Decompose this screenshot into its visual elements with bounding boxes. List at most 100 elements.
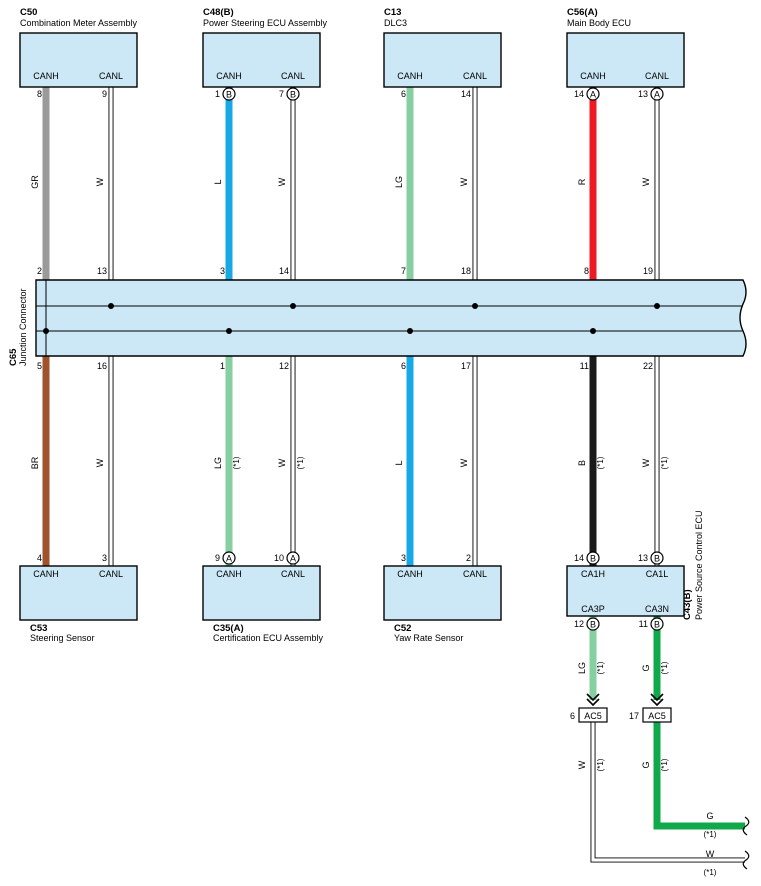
pin-label-h: CANH [216, 569, 242, 579]
connector-code: C48(B) [203, 7, 234, 18]
ecu-pin-number: 12 [574, 619, 584, 629]
connector-marker: A [590, 90, 596, 100]
connector-box-c50 [19, 32, 138, 88]
connector-pin-number: 9 [215, 553, 220, 563]
connector-marker-circle [222, 87, 236, 101]
wire-note: (*1) [596, 661, 605, 674]
connector-pin-number: 8 [37, 89, 42, 99]
chevron-down-icon [650, 698, 664, 707]
junction-pin-number: 12 [279, 361, 289, 371]
wire-color-label: G [641, 664, 651, 671]
exit-wire-color: G [706, 811, 713, 821]
connector-box-c53 [19, 565, 138, 621]
wire-color-label: LG [394, 176, 404, 188]
pin-label-l: CANL [463, 569, 487, 579]
ac5-code: AC5 [648, 711, 666, 721]
connector-marker-circle [650, 87, 664, 101]
junction-pin-number: 16 [97, 361, 107, 371]
connector-box-c43b [566, 565, 685, 617]
connector-marker-circle [650, 551, 664, 565]
ac5-pin-number: 6 [570, 711, 575, 721]
wire-color-label: B [577, 460, 587, 466]
splice-dot-canh [590, 328, 596, 334]
connector-box-c13 [383, 32, 502, 88]
chevron-down-icon [586, 693, 600, 702]
wire-color-label: W [641, 177, 651, 186]
connector-marker-circle [586, 551, 600, 565]
exit-wire-color: W [706, 849, 715, 859]
connector-pin-number: 2 [466, 553, 471, 563]
wire-note: (*1) [296, 456, 305, 469]
pin-label-h: CANH [397, 71, 423, 81]
ecu-marker-circle [650, 617, 664, 631]
connector-name: Certification ECU Assembly [213, 633, 324, 643]
wire-color-label: W [95, 177, 105, 186]
junction-connector: C65 Junction Connector [8, 279, 747, 366]
wire-note: (*1) [660, 758, 669, 771]
connector-code: C56(A) [567, 7, 598, 18]
connector-pin-number: 14 [574, 553, 584, 563]
break-mark [742, 850, 750, 870]
pin-label-l: CA1L [646, 569, 669, 579]
connector-pin-number: 13 [638, 89, 648, 99]
connector-box-c48b [202, 32, 321, 88]
splice-dot-canl [472, 303, 478, 309]
connector-box-c52 [383, 565, 502, 621]
connector-layer [19, 32, 685, 723]
junction-pin-number: 17 [461, 361, 471, 371]
junction-pin-number: 11 [580, 361, 589, 371]
splice-dot-canh [407, 328, 413, 334]
connector-name: Power Steering ECU Assembly [203, 18, 328, 28]
wire-color-label: LG [577, 662, 587, 674]
connector-pin-number: 9 [102, 89, 107, 99]
pin-label-h: CANH [33, 569, 59, 579]
pin-label-h: CANH [216, 71, 242, 81]
connector-code: C13 [384, 7, 401, 18]
connector-pin-number: 14 [461, 89, 471, 99]
chevron-down-icon [650, 693, 664, 702]
exit-wire-note: (*1) [704, 830, 717, 839]
splice-dot-canl [108, 303, 114, 309]
ecu-pin-number: 11 [639, 619, 648, 629]
pin-label-h: CANH [580, 71, 606, 81]
connector-box-c56a [566, 32, 685, 88]
junction-pin-number: 8 [584, 266, 589, 276]
junction-pin-number: 14 [279, 266, 289, 276]
wire-color-label: GR [30, 175, 40, 189]
chevron-down-icon [586, 698, 600, 707]
junction-name: Junction Connector [18, 288, 28, 366]
wire-color-label: W [577, 760, 587, 769]
connector-pin-number: 4 [37, 553, 42, 563]
wire-color-label: L [394, 460, 404, 465]
wire-note: (*1) [660, 661, 669, 674]
connector-pin-number: 1 [215, 89, 220, 99]
junction-pin-number: 13 [97, 266, 107, 276]
connector-marker: A [226, 554, 232, 564]
connector-pin-number: 3 [102, 553, 107, 563]
connector-code: C43(B) [682, 589, 693, 620]
wire-color-label: W [641, 458, 651, 467]
junction-pin-number: 1 [220, 361, 225, 371]
connector-name: Main Body ECU [567, 18, 631, 28]
connector-pin-number: 3 [401, 553, 406, 563]
connector-name: Steering Sensor [30, 633, 95, 643]
wire-note: (*1) [596, 758, 605, 771]
junction-connector-body [35, 279, 747, 357]
junction-pin-number: 3 [220, 266, 225, 276]
pin-label-l: CANL [463, 71, 487, 81]
wire-color-label: L [213, 179, 223, 184]
junction-pin-number: 19 [643, 266, 653, 276]
connector-marker: A [290, 554, 296, 564]
connector-code: C52 [394, 623, 411, 634]
pin-label-h: CANH [33, 71, 59, 81]
pin-label-ca3n: CA3N [645, 604, 669, 614]
break-mark [742, 816, 750, 836]
ecu-marker: B [590, 620, 596, 630]
ecu-marker-circle [586, 617, 600, 631]
connector-code: C35(A) [213, 623, 244, 634]
wire-color-label: BR [30, 456, 40, 469]
pin-label-ca3p: CA3P [581, 604, 605, 614]
wire-color-label: W [95, 458, 105, 467]
ac5-pin-number: 17 [629, 711, 639, 721]
